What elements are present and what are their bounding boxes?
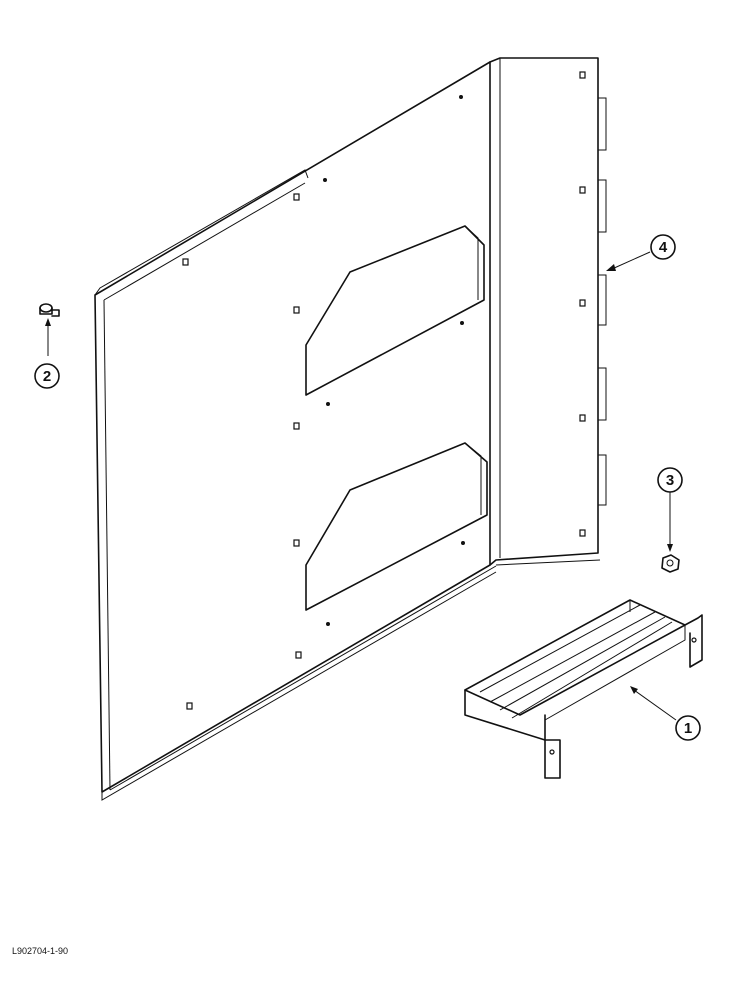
lower-cutout <box>305 442 488 611</box>
bolt <box>39 303 60 356</box>
callout-4: 4 <box>650 234 676 260</box>
step-bracket <box>464 599 703 779</box>
square-hole <box>182 258 189 266</box>
round-hole <box>326 622 330 626</box>
flange-tab <box>598 97 607 151</box>
square-hole <box>293 422 300 430</box>
square-hole <box>579 529 586 537</box>
side-panel <box>94 57 607 801</box>
callout-1-label: 1 <box>684 720 692 737</box>
callout-1: 1 <box>675 715 701 741</box>
flange-tab <box>598 179 607 233</box>
panel-right-flange <box>489 57 599 566</box>
square-hole <box>579 299 586 307</box>
round-hole <box>323 178 327 182</box>
callout-4-label: 4 <box>659 239 668 256</box>
square-hole <box>295 651 302 659</box>
round-hole <box>459 95 463 99</box>
flange-tab <box>598 454 607 506</box>
square-hole <box>293 539 300 547</box>
panel-bottom-flange <box>109 565 497 791</box>
square-hole <box>186 702 193 710</box>
panel-top-flange <box>94 169 309 296</box>
callout-3: 3 <box>657 467 683 493</box>
flange-tab <box>598 274 607 326</box>
panel-left-flange <box>103 299 111 791</box>
nut <box>661 492 680 573</box>
callout-3-label: 3 <box>666 472 674 489</box>
panel-outline <box>94 61 491 793</box>
round-hole <box>326 402 330 406</box>
square-hole <box>293 193 300 201</box>
drawing-code: L902704-1-90 <box>12 946 69 956</box>
callout-2: 2 <box>34 363 60 389</box>
upper-cutout <box>305 225 485 396</box>
square-hole <box>293 306 300 314</box>
leader-line-4 <box>611 251 651 270</box>
round-hole <box>461 541 465 545</box>
callout-2-label: 2 <box>43 368 51 385</box>
square-hole <box>579 414 586 422</box>
square-hole <box>579 71 586 79</box>
square-hole <box>579 186 586 194</box>
round-hole <box>460 321 464 325</box>
flange-tab <box>598 367 607 421</box>
